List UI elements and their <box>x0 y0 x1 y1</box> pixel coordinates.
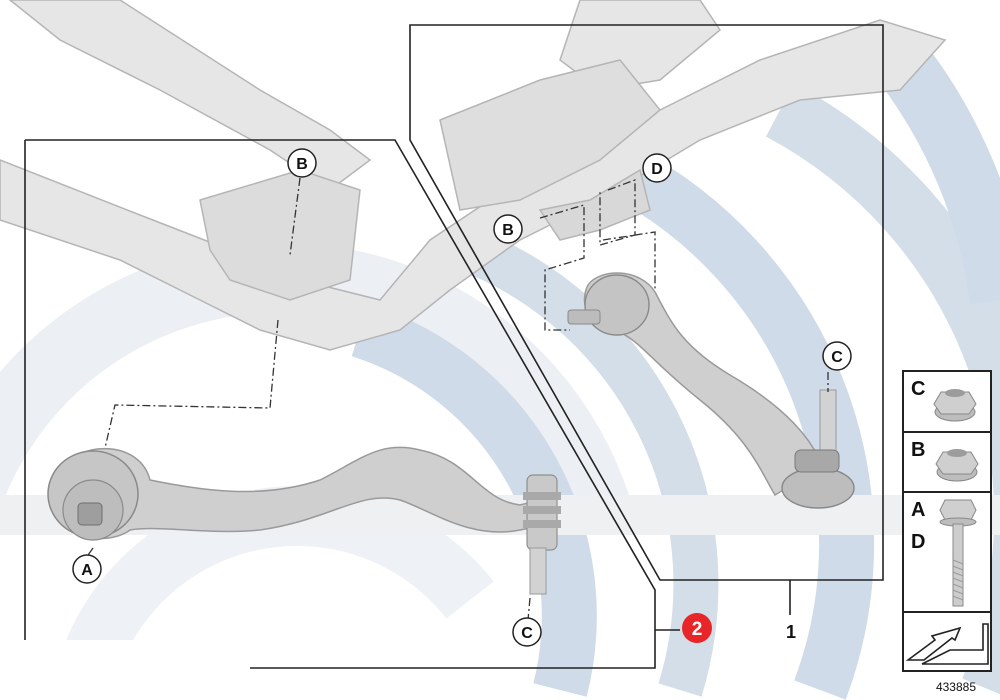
legend-row-ad: A D <box>911 499 977 607</box>
callout-upper-b-label: B <box>296 156 308 173</box>
callout-upper-c-label: C <box>521 625 533 642</box>
legend-row-b: B <box>911 439 979 482</box>
right-kit-frame <box>409 24 884 581</box>
part-number-2: 2 <box>692 619 703 640</box>
callout-upper-c: C <box>512 617 542 647</box>
legend-row-b-letter: B <box>911 439 925 461</box>
legend-row-d-letter: D <box>911 531 925 553</box>
part-number-1: 1 <box>786 622 796 642</box>
callout-upper-a: A <box>72 554 102 584</box>
callout-right-d: D <box>642 153 672 183</box>
callout-right-c-label: C <box>831 349 843 366</box>
nut-c-icon <box>933 389 977 422</box>
reference-number: 433885 <box>936 680 976 694</box>
legend-row-a-letter: A <box>911 499 925 521</box>
callout-right-b-label: B <box>502 222 514 239</box>
legend-row-c-letter: C <box>911 378 925 400</box>
callout-upper-a-label: A <box>81 562 93 579</box>
label-cover <box>0 640 250 700</box>
callout-upper-b: B <box>287 148 317 178</box>
leader-lines <box>85 177 829 621</box>
lower-kit-frame <box>24 139 656 669</box>
part-number-2-badge: 2 <box>682 613 712 643</box>
callout-right-c: C <box>822 341 852 371</box>
left-control-arm <box>47 446 561 595</box>
subframe-illustration <box>0 0 947 351</box>
right-control-arm <box>567 272 855 509</box>
callout-right-d-label: D <box>651 161 663 178</box>
nut-b-icon <box>935 449 979 482</box>
hardware-legend: C B A D <box>902 370 992 672</box>
callout-right-b: B <box>493 214 523 244</box>
direction-arrow-icon <box>905 623 989 665</box>
bolt-icon <box>939 499 977 607</box>
legend-row-c: C <box>911 378 977 422</box>
